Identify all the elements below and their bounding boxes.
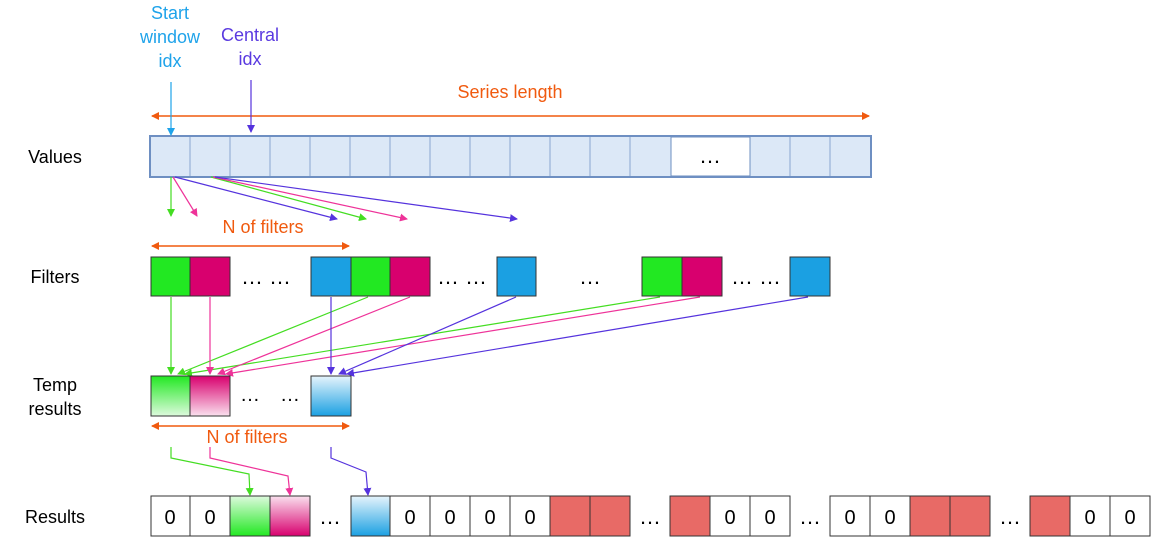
temp-green — [150, 375, 191, 417]
svg-text:0: 0 — [164, 507, 175, 529]
result-zero-2 — [189, 495, 231, 537]
row-label-results: Results — [24, 507, 86, 527]
n-of-filters-top-label: N of filters — [222, 217, 304, 237]
svg-text:0: 0 — [204, 507, 215, 529]
filters-ellipsis-4: … … — [731, 264, 781, 289]
filters-ellipsis-3: … — [579, 264, 601, 289]
svg-text:0: 0 — [884, 507, 895, 529]
result-zero-8 — [749, 495, 791, 537]
result-salmon-3 — [669, 495, 711, 537]
svg-text:0: 0 — [724, 507, 735, 529]
result-zero-6 — [509, 495, 551, 537]
filter-green-1 — [150, 256, 191, 297]
svg-text:0: 0 — [484, 507, 495, 529]
filters-ellipsis-2: … … — [437, 264, 487, 289]
result-zero-7 — [709, 495, 751, 537]
filter-blue-1 — [310, 256, 352, 297]
result-green — [229, 495, 271, 537]
values-ellipsis-cell — [670, 136, 751, 177]
result-salmon-6 — [1029, 495, 1071, 537]
results-ellipsis-4: … — [999, 504, 1021, 529]
filter-blue-2 — [496, 256, 537, 297]
row-label-filters: Filters — [30, 267, 80, 287]
filters-row: … … … … … … … — [150, 256, 831, 297]
result-salmon-2 — [589, 495, 631, 537]
temp-ellipsis-2: … — [280, 384, 300, 406]
svg-text:0: 0 — [764, 507, 775, 529]
result-zero-10 — [869, 495, 911, 537]
n-of-filters-bottom-label: N of filters — [206, 427, 288, 447]
svg-text:0: 0 — [1124, 507, 1135, 529]
result-magenta — [269, 495, 311, 537]
filters-ellipsis-1: … … — [241, 264, 291, 289]
filter-green-2 — [350, 256, 391, 297]
result-zero-12 — [1109, 495, 1151, 537]
filter-magenta-2 — [389, 256, 431, 297]
svg-text:0: 0 — [524, 507, 535, 529]
temp-to-results-arrows — [170, 447, 372, 496]
results-row: 0 0 … 0 0 0 0 … 0 0 … 0 0 … 0 0 — [150, 495, 1151, 537]
values-ellipsis: … — [699, 143, 721, 168]
temp-magenta — [189, 375, 231, 417]
filter-magenta-3 — [681, 256, 723, 297]
results-ellipsis-1: … — [319, 504, 341, 529]
results-ellipsis-3: … — [799, 504, 821, 529]
row-label-values: Values — [28, 147, 82, 167]
fanout-arrows — [167, 176, 518, 222]
filter-blue-3 — [789, 256, 831, 297]
temp-ellipsis-1: … — [240, 384, 260, 406]
central-idx-label: Central idx — [220, 25, 280, 69]
filter-magenta-1 — [189, 256, 231, 297]
temp-results-row: … … — [150, 375, 352, 417]
result-zero-3 — [389, 495, 431, 537]
result-salmon-1 — [549, 495, 591, 537]
svg-text:0: 0 — [1084, 507, 1095, 529]
series-length-label: Series length — [457, 82, 563, 102]
start-window-idx-label: Start window idx — [139, 3, 201, 71]
result-salmon-4 — [909, 495, 951, 537]
result-zero-9 — [829, 495, 871, 537]
results-ellipsis-2: … — [639, 504, 661, 529]
result-blue — [350, 495, 391, 537]
result-salmon-5 — [949, 495, 991, 537]
temp-blue — [310, 375, 352, 417]
svg-text:0: 0 — [844, 507, 855, 529]
row-label-temp-results: Temp results — [28, 375, 82, 419]
filter-green-3 — [641, 256, 683, 297]
result-zero-1 — [150, 495, 191, 537]
svg-text:0: 0 — [444, 507, 455, 529]
svg-text:0: 0 — [404, 507, 415, 529]
filter-to-temp-arrows — [167, 296, 809, 377]
values-row: … — [149, 135, 872, 178]
